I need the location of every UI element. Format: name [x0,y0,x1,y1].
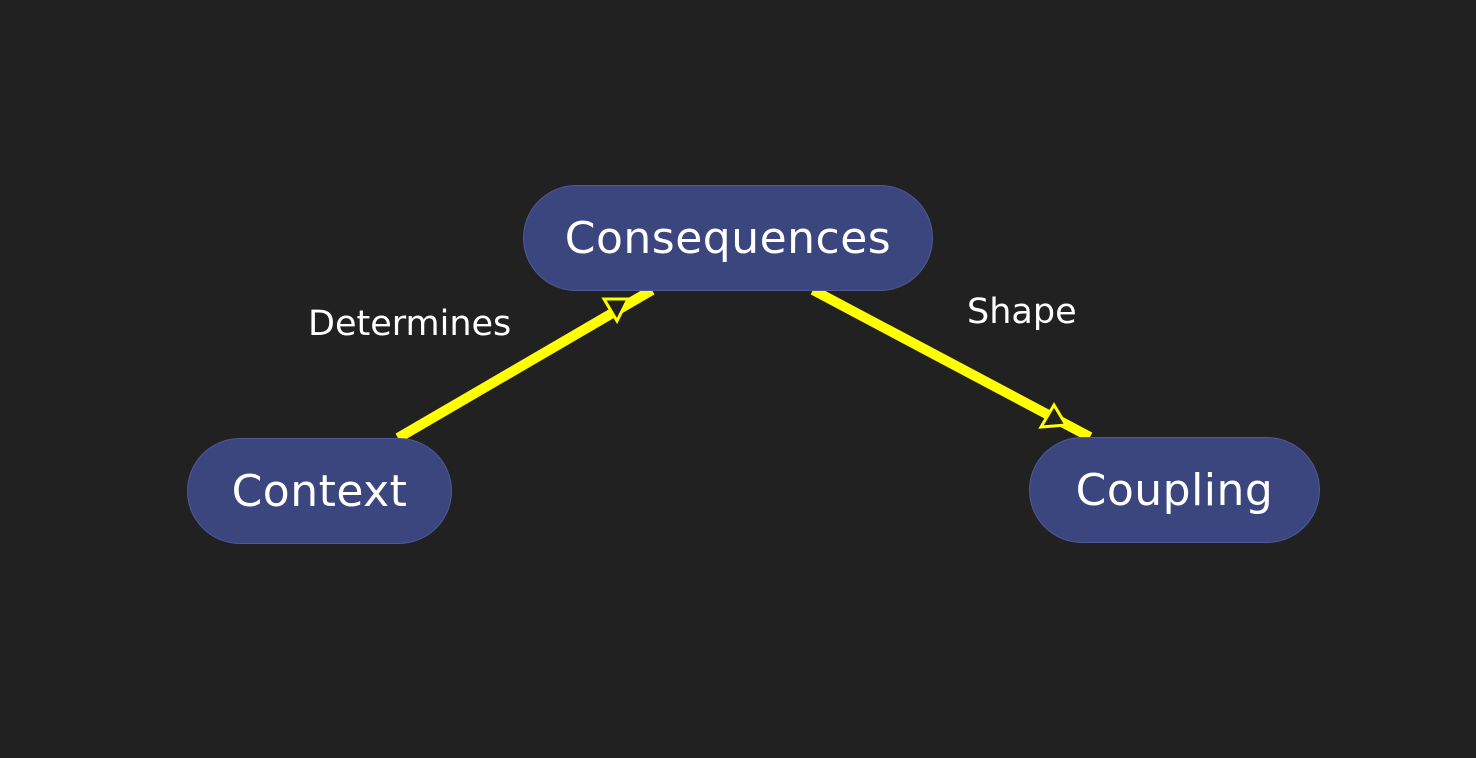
edge-determines-arrowhead [601,297,631,325]
edge-label-determines: Determines [308,304,512,344]
node-coupling-label: Coupling [1075,464,1274,516]
node-context[interactable]: Context [187,438,452,544]
edge-determines-line [395,285,655,443]
edge-label-shape: Shape [967,292,1077,332]
node-consequences-label: Consequences [564,212,892,264]
node-coupling[interactable]: Coupling [1029,437,1320,543]
edge-shape-arrowhead [1038,402,1069,429]
node-context-label: Context [231,465,408,517]
edge-shape-line [810,285,1093,442]
edge-determines [395,285,655,443]
node-consequences[interactable]: Consequences [523,185,933,291]
edge-shape [810,285,1093,442]
